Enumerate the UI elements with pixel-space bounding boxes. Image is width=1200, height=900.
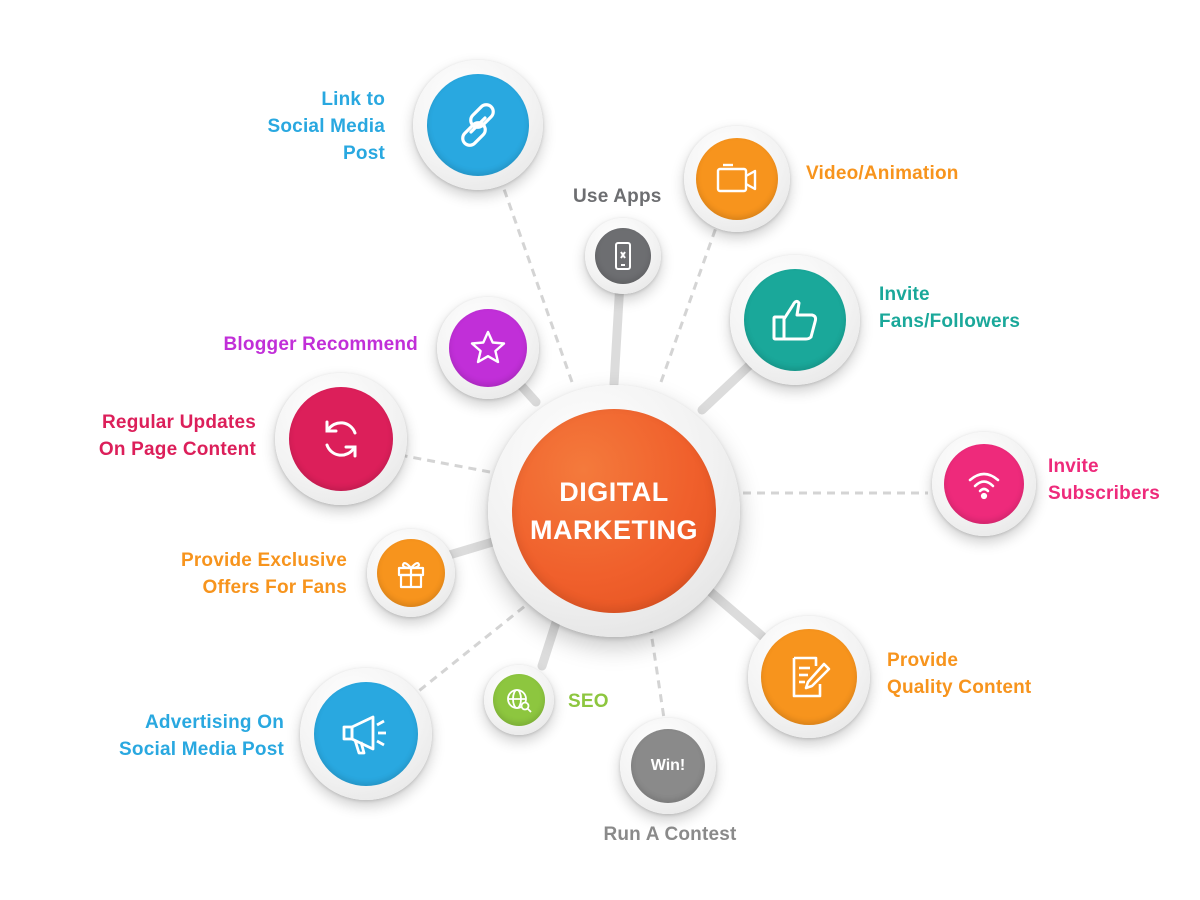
connector-video bbox=[659, 221, 720, 383]
video-camera-icon bbox=[715, 161, 759, 197]
node-regular-updates-inner bbox=[289, 387, 393, 491]
node-quality-inner bbox=[761, 629, 857, 725]
node-apps bbox=[585, 218, 661, 294]
label-regular-updates: Regular Updates On Page Content bbox=[98, 412, 256, 460]
label-link: Link to Social Media Post bbox=[267, 89, 385, 164]
node-video-inner bbox=[696, 138, 778, 220]
connector-regular-updates bbox=[404, 454, 491, 474]
connector-offers bbox=[441, 536, 501, 561]
label-advertising: Advertising On Social Media Post bbox=[119, 712, 284, 760]
node-blogger-inner bbox=[449, 309, 527, 387]
node-advertising-inner bbox=[314, 682, 418, 786]
megaphone-icon bbox=[339, 709, 393, 759]
node-contest-inner: Win! bbox=[631, 729, 705, 803]
connector-apps bbox=[609, 277, 625, 389]
node-contest: Win! bbox=[620, 718, 716, 814]
node-quality bbox=[748, 616, 870, 738]
node-regular-updates bbox=[275, 373, 407, 505]
refresh-icon bbox=[315, 413, 367, 465]
node-offers bbox=[367, 529, 455, 617]
label-offers: Provide Exclusive Offers For Fans bbox=[180, 550, 347, 598]
node-fans bbox=[730, 255, 860, 385]
node-fans-inner bbox=[744, 269, 846, 371]
thumbs-up-icon bbox=[768, 293, 822, 347]
label-contest: Run A Contest bbox=[603, 824, 737, 845]
label-seo: SEO bbox=[568, 691, 609, 712]
hub-circle: DIGITAL MARKETING bbox=[488, 385, 740, 637]
node-subscribers bbox=[932, 432, 1036, 536]
node-apps-inner bbox=[595, 228, 651, 284]
connector-contest bbox=[648, 624, 667, 726]
node-seo-inner bbox=[493, 674, 545, 726]
label-apps: Use Apps bbox=[573, 186, 662, 207]
node-link-inner bbox=[427, 74, 529, 176]
node-blogger bbox=[437, 297, 539, 399]
gift-icon bbox=[394, 556, 428, 590]
label-video: Video/Animation bbox=[806, 163, 959, 184]
link-icon bbox=[451, 98, 505, 152]
connector-link bbox=[496, 171, 574, 383]
label-blogger: Blogger Recommend bbox=[223, 334, 418, 355]
globe-search-icon bbox=[505, 686, 533, 714]
hub-core: DIGITAL MARKETING bbox=[512, 409, 716, 613]
connector-quality bbox=[701, 583, 767, 641]
node-seo bbox=[484, 665, 554, 735]
node-subscribers-inner bbox=[944, 444, 1024, 524]
node-video bbox=[684, 126, 790, 232]
hub-title: DIGITAL MARKETING bbox=[530, 477, 698, 545]
wifi-icon bbox=[964, 468, 1004, 500]
node-link bbox=[413, 60, 543, 190]
label-quality: Provide Quality Content bbox=[887, 650, 1032, 698]
node-offers-inner bbox=[377, 539, 445, 607]
star-icon bbox=[468, 328, 508, 368]
node-advertising bbox=[300, 668, 432, 800]
label-fans: Invite Fans/Followers bbox=[879, 284, 1021, 332]
connector-fans bbox=[697, 358, 757, 415]
mobile-icon bbox=[608, 241, 638, 271]
win-badge-icon: Win! bbox=[650, 757, 686, 774]
label-subscribers: Invite Subscribers bbox=[1048, 456, 1161, 504]
connector-advertising bbox=[409, 596, 536, 700]
edit-document-icon bbox=[784, 652, 834, 702]
